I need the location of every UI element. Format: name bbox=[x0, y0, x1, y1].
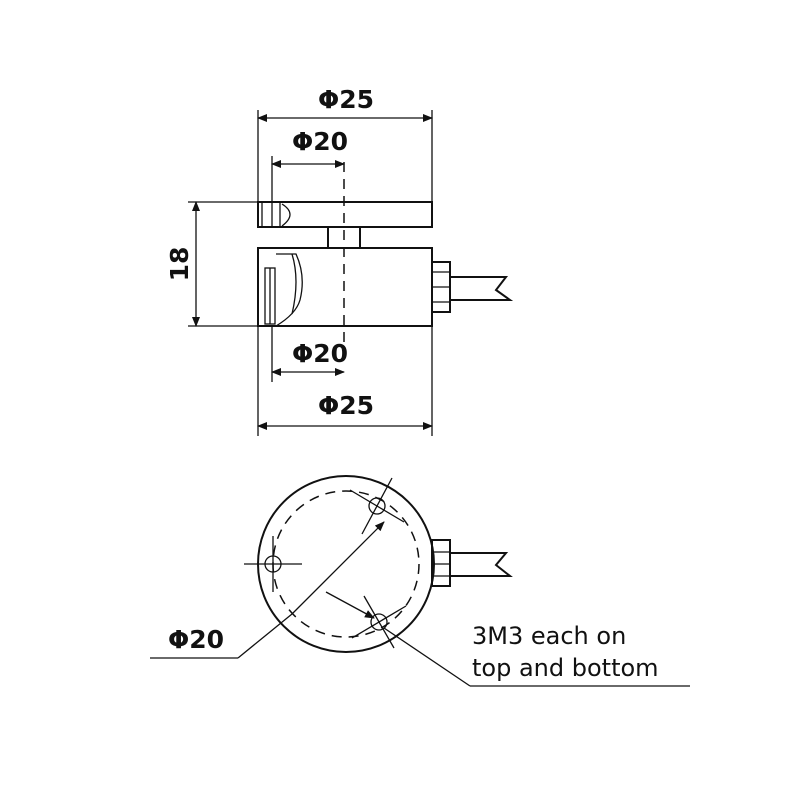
dim-height: 18 bbox=[165, 247, 194, 282]
bottom-view: Φ20 3M3 each on top and bottom bbox=[150, 475, 690, 687]
bottom-cable bbox=[450, 552, 513, 577]
dim-top-inner-diameter: Φ20 bbox=[292, 127, 348, 156]
dim-bottom-outer-diameter: Φ25 bbox=[318, 391, 374, 420]
bolt-circle-leader bbox=[237, 613, 293, 659]
bolt-circle-dim-line bbox=[291, 521, 385, 615]
body-cavity bbox=[275, 253, 303, 327]
bottom-connector-nut bbox=[431, 539, 451, 587]
hole-left bbox=[244, 536, 302, 592]
top-hole-curve bbox=[281, 203, 291, 227]
hole-note-line2: top and bottom bbox=[472, 654, 659, 682]
hole-note-leader bbox=[383, 627, 471, 687]
bolt-circle-diameter: Φ20 bbox=[168, 625, 224, 654]
cable bbox=[450, 276, 514, 301]
hole-lower-right bbox=[351, 595, 407, 649]
body-cavity-inner bbox=[291, 253, 297, 315]
body bbox=[257, 247, 433, 327]
dim-top-outer-diameter: Φ25 bbox=[318, 85, 374, 114]
side-view: Φ25 Φ20 18 Φ20 Φ25 bbox=[165, 85, 514, 436]
hole-note-line1: 3M3 each on bbox=[472, 622, 626, 650]
dim-bottom-inner-diameter: Φ20 bbox=[292, 339, 348, 368]
hole-upper-right bbox=[349, 477, 405, 535]
hole-arrow bbox=[325, 591, 375, 619]
